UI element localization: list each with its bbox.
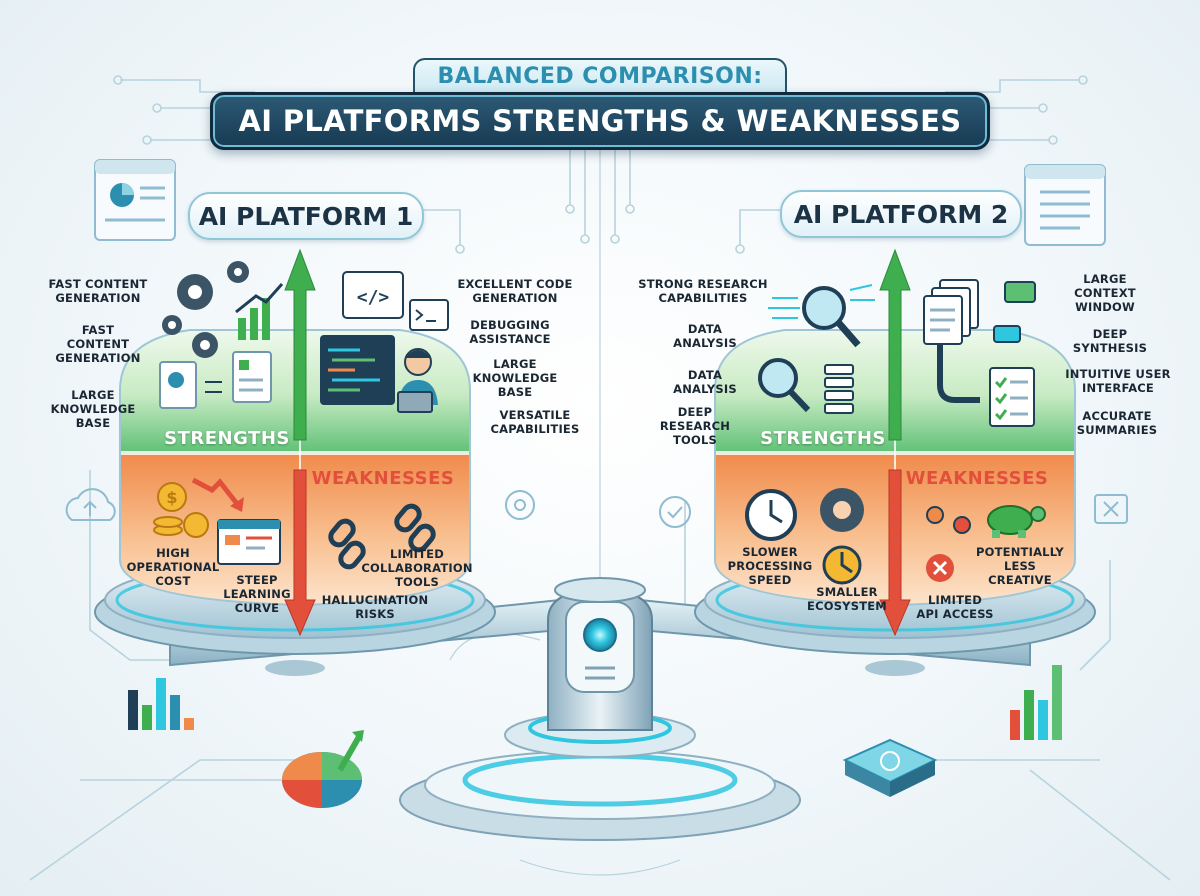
developer-person-icon [397,348,438,413]
svg-text:</>: </> [357,287,390,308]
platform2-strength-label: DEEP RESEARCH TOOLS [659,405,731,447]
clock-icon [745,489,797,541]
magnifier-icon [758,284,875,413]
server-icon [824,364,854,414]
document-icon [94,159,176,241]
platform2-weakness-label: POTENTIALLY LESS CREATIVE [976,545,1064,587]
broken-chain-icon [328,503,436,570]
platform2-strength-label: DEEP SYNTHESIS [1072,327,1148,355]
platform2-weakness-label: SMALLER ECOSYSTEM [807,585,887,613]
platform1-strength-label: FAST CONTENT GENERATION [55,323,141,365]
platform2-strength-label: LARGE CONTEXT WINDOW [1074,272,1136,314]
platform2-weakness-label: SLOWER PROCESSING SPEED [727,545,813,587]
platform1-weakness-label: LIMITED COLLABORATION TOOLS [361,547,473,589]
growth-chart-icon [235,283,284,340]
platform2-title: AI PLATFORM 2 [780,190,1022,238]
chip-icon [842,738,938,797]
platform1-weaknesses-heading: WEAKNESSES [311,468,455,489]
code-window-icon: </> [320,271,449,405]
gear-database-icon [505,490,535,520]
bar-chart-icon [128,678,194,730]
platform1-strength-label: VERSATILE CAPABILITIES [490,408,580,436]
page-title: AI PLATFORMS STRENGTHS & WEAKNESSES [209,92,991,150]
platform1-title: AI PLATFORM 1 [188,192,424,240]
platform2-weakness-label: LIMITED API ACCESS [916,593,994,621]
platform2-weaknesses-heading: WEAKNESSES [905,468,1049,489]
turtle-icon [987,505,1046,538]
checklist-icon [1024,164,1106,246]
platform2-strength-label: STRONG RESEARCH CAPABILITIES [638,277,768,305]
platform2-strength-label: INTUITIVE USER INTERFACE [1065,367,1171,395]
platform1-pan: </> $ [94,248,496,676]
bar-chart-icon [1010,665,1062,740]
coins-icon: $ [153,477,244,538]
gear-icon [820,488,864,585]
no-entry-icon [926,506,971,582]
gear-icon [162,261,249,358]
platform1-strength-label: DEBUGGING ASSISTANCE [469,318,551,346]
svg-text:$: $ [166,488,177,507]
report-icon [159,351,272,409]
platform1-strength-label: LARGE KNOWLEDGE BASE [472,357,558,399]
title-banner: BALANCED COMPARISON: AI PLATFORMS STRENG… [209,58,991,150]
platform2-pan [694,248,1096,676]
platform1-strength-label: FAST CONTENT GENERATION [48,277,148,305]
gear-check-icon [659,496,691,528]
platform1-weakness-label: HIGH OPERATIONAL COST [126,546,220,588]
platform1-strength-label: LARGE KNOWLEDGE BASE [50,388,136,430]
platform1-weakness-label: STEEP LEARNING CURVE [223,573,291,615]
cloud-upload-icon [65,488,116,521]
platform2-strength-label: DATA ANALYSIS [673,322,737,350]
platform1-strength-label: EXCELLENT CODE GENERATION [457,277,573,305]
documents-stack-icon [923,279,1036,427]
pie-chart-icon [282,730,364,808]
close-window-icon [1094,494,1128,524]
platform2-strength-label: ACCURATE SUMMARIES [1076,409,1158,437]
title-subheading: BALANCED COMPARISON: [413,58,787,93]
browser-window-icon [217,519,281,565]
scale-base [399,577,801,841]
platform1-strengths-heading: STRENGTHS [164,428,290,449]
platform2-strength-label: DATA ANALYSIS [673,368,737,396]
platform2-strengths-heading: STRENGTHS [760,428,886,449]
platform1-weakness-label: HALLUCINATION RISKS [321,593,429,621]
